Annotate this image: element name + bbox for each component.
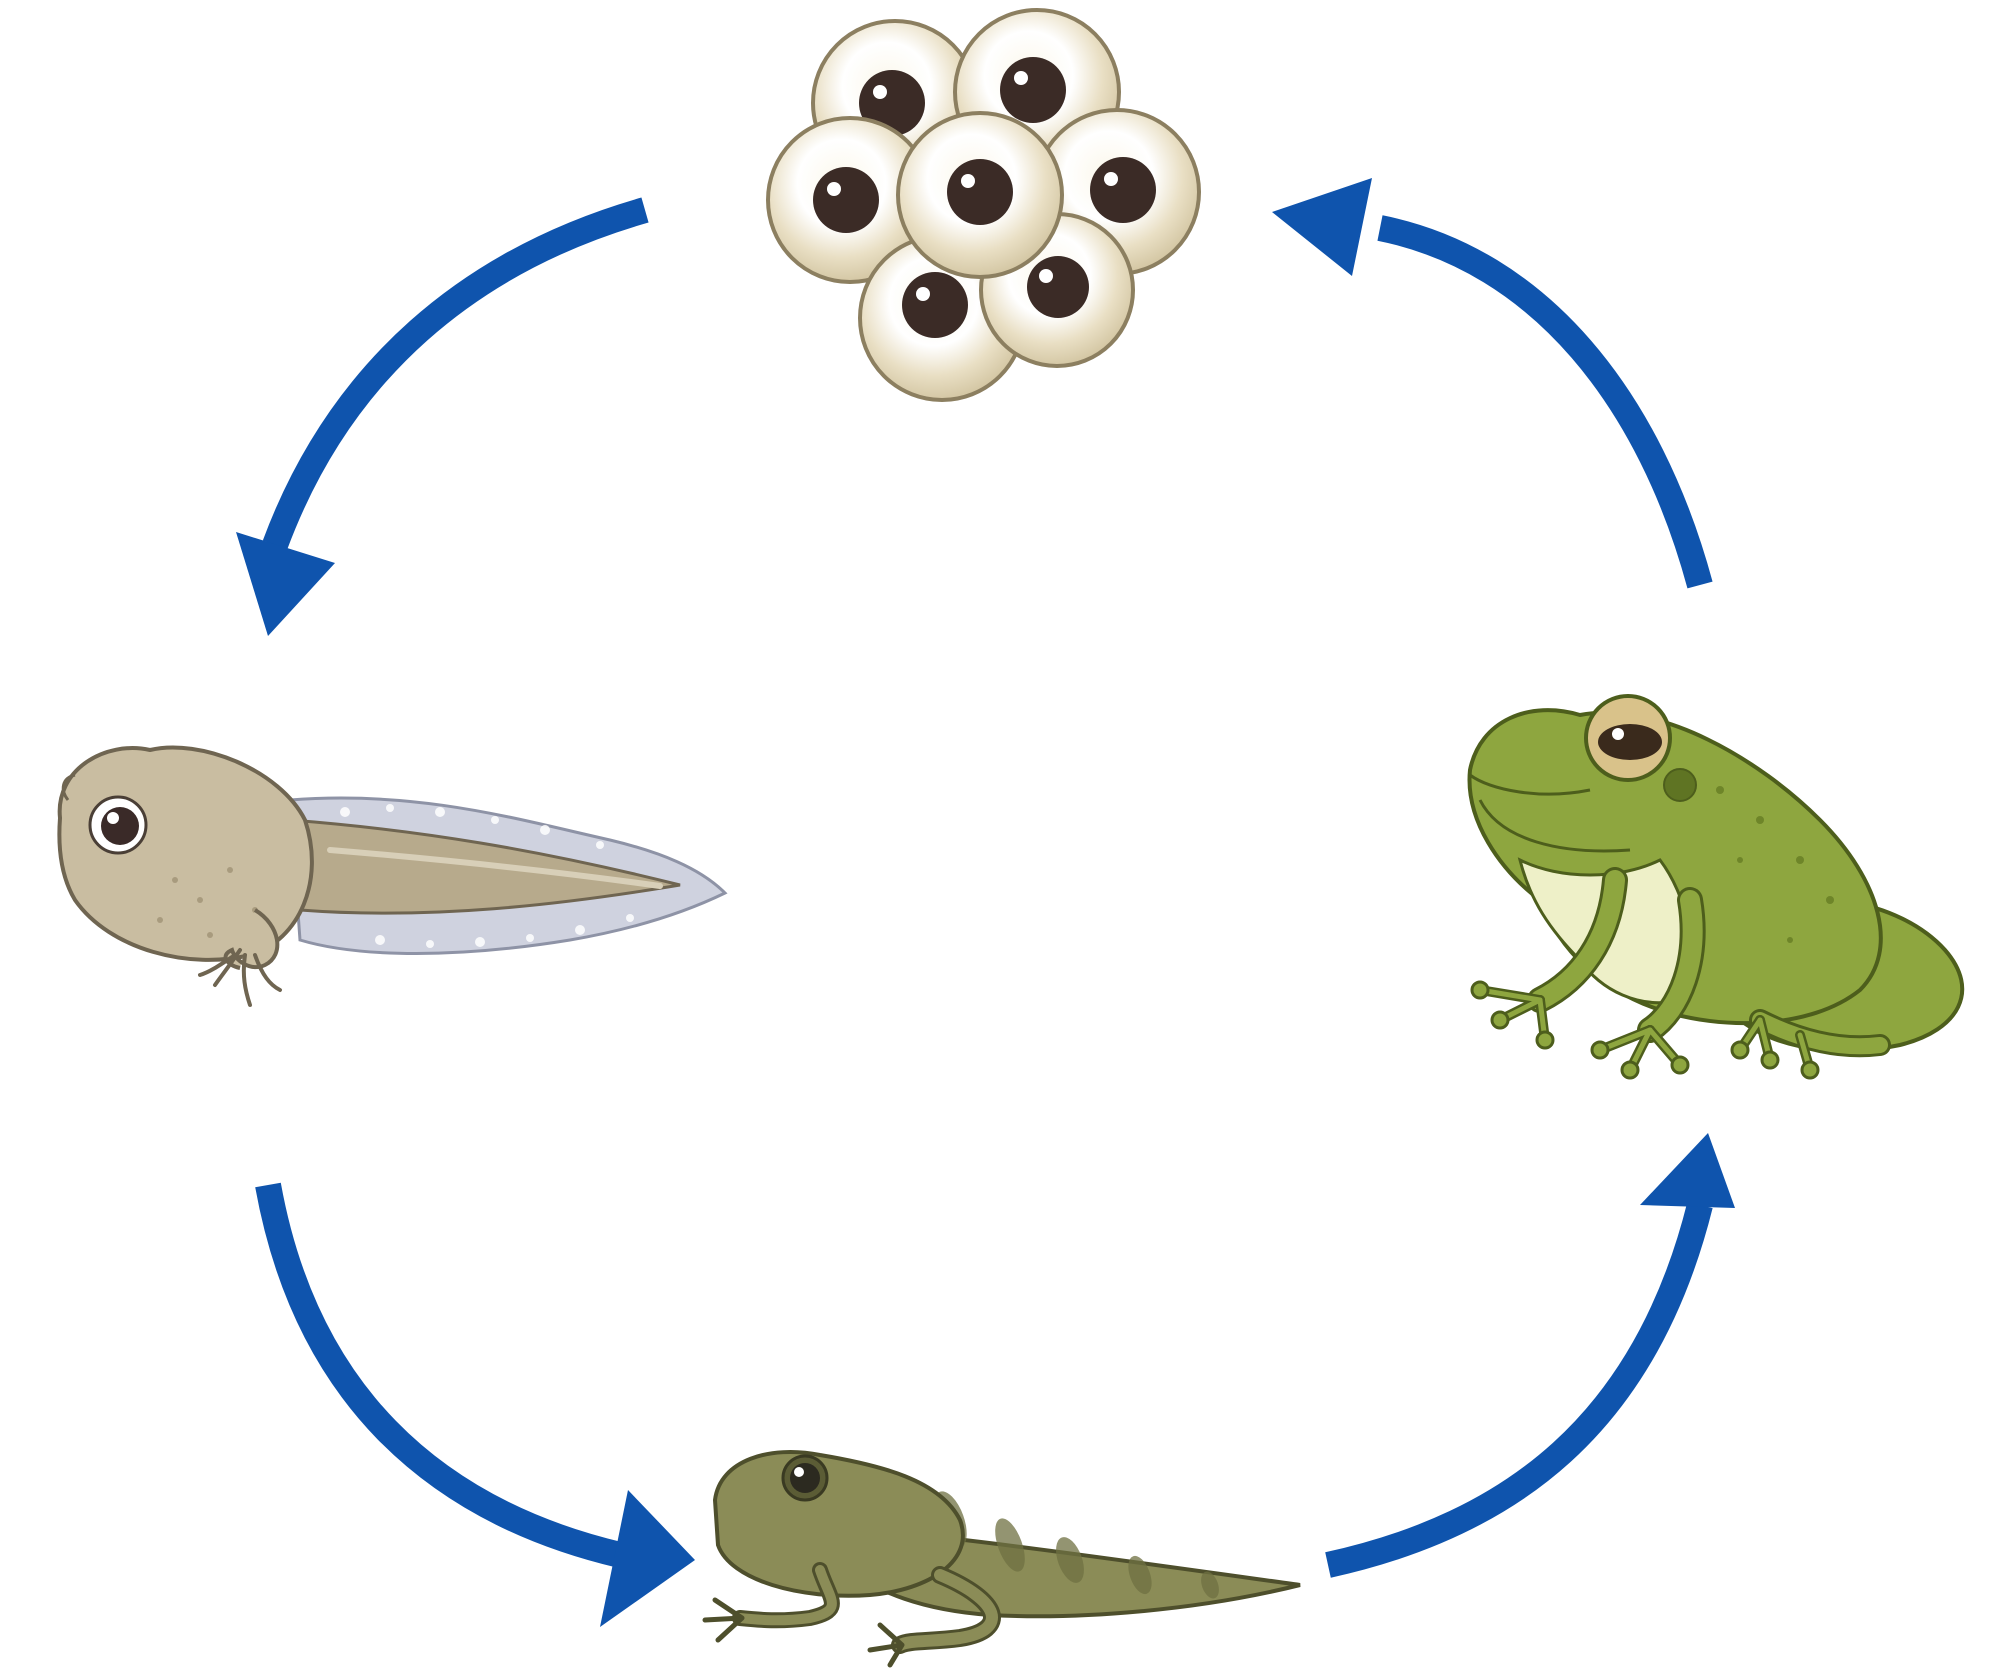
frog-eggs-icon bbox=[766, 8, 1201, 402]
arrow-tadpole-to-froglet bbox=[255, 1182, 695, 1627]
arrow-froglet-to-frog bbox=[1325, 1133, 1735, 1578]
arrow-frog-to-eggs bbox=[1272, 178, 1713, 589]
adult-frog-icon bbox=[1467, 694, 1965, 1080]
froglet-icon bbox=[702, 1450, 1301, 1668]
tadpole-with-legs-icon bbox=[57, 745, 728, 1007]
arrow-eggs-to-tadpole bbox=[236, 197, 649, 636]
cycle-arrows bbox=[236, 178, 1735, 1627]
